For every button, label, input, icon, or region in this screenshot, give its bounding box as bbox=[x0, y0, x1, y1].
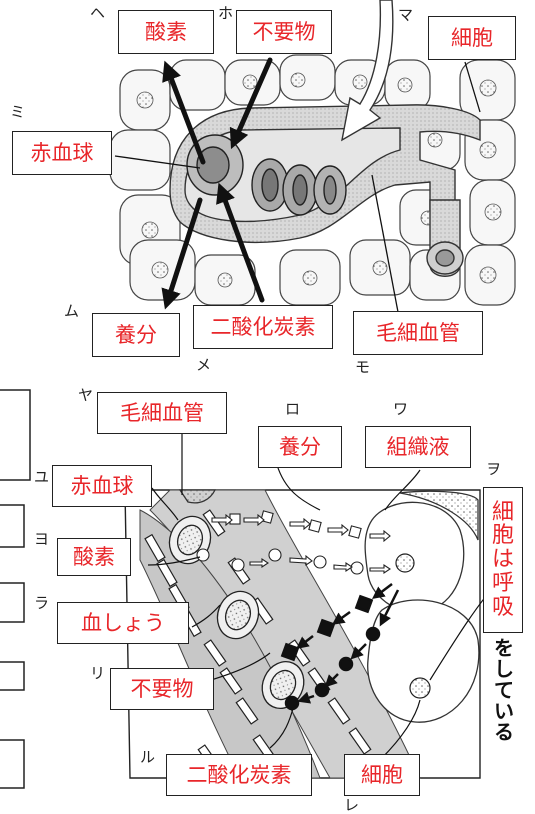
bottom-oxygen-path bbox=[196, 548, 391, 575]
label-waste-bottom: 不要物 bbox=[110, 668, 214, 710]
marker-wo: ヲ bbox=[486, 460, 502, 478]
top-cell-nuclei bbox=[136, 72, 502, 288]
marker-re: レ bbox=[344, 796, 360, 814]
respiration-continuation: を し て い る bbox=[493, 638, 515, 743]
top-flow-arrow bbox=[341, 0, 394, 142]
resp-char-3: は bbox=[491, 547, 514, 573]
resp-char-2: 胞 bbox=[491, 523, 514, 549]
marker-ho: ホ bbox=[218, 4, 234, 22]
top-rbcs bbox=[186, 134, 347, 216]
label-rbc-bottom: 赤血球 bbox=[52, 465, 152, 507]
label-cell-respiration: 細 胞 は 呼 吸 bbox=[483, 487, 523, 633]
label-nutrients-top: 養分 bbox=[92, 313, 180, 357]
resp-char-1: 細 bbox=[491, 499, 514, 525]
label-capillary-bottom: 毛細血管 bbox=[97, 392, 227, 434]
left-partial-boxes bbox=[0, 389, 31, 789]
marker-me: メ bbox=[196, 356, 212, 374]
marker-mo: モ bbox=[355, 358, 371, 376]
bottom-rbcs bbox=[168, 515, 305, 709]
label-co2-top: 二酸化炭素 bbox=[193, 305, 333, 349]
cont-char-1: を bbox=[494, 636, 514, 660]
label-plasma: 血しょう bbox=[57, 602, 189, 644]
cont-char-3: て bbox=[494, 678, 514, 702]
label-oxygen-bottom: 酸素 bbox=[57, 538, 131, 576]
resp-char-4: 呼 bbox=[491, 570, 514, 596]
marker-wa: ワ bbox=[393, 400, 409, 418]
bottom-waste-co2-path bbox=[280, 583, 400, 711]
marker-ya: ヤ bbox=[78, 386, 94, 404]
cont-char-4: い bbox=[494, 699, 514, 723]
marker-mu: ム bbox=[64, 302, 80, 320]
label-co2-bottom: 二酸化炭素 bbox=[166, 754, 312, 796]
marker-ma: マ bbox=[398, 6, 414, 24]
top-exchange-arrows bbox=[161, 57, 273, 310]
marker-ru: ル bbox=[140, 748, 156, 766]
marker-yu: ユ bbox=[34, 468, 50, 486]
marker-yo: ヨ bbox=[34, 530, 50, 548]
label-cell-bottom: 細胞 bbox=[344, 754, 420, 796]
top-leader-lines bbox=[114, 61, 481, 313]
label-oxygen-top: 酸素 bbox=[118, 10, 214, 54]
marker-mi: ミ bbox=[10, 103, 26, 121]
bottom-nutrient-path bbox=[211, 510, 391, 543]
marker-he: ヘ bbox=[90, 4, 106, 22]
marker-ra: ラ bbox=[34, 594, 50, 612]
label-tissue-fluid: 組織液 bbox=[365, 426, 471, 468]
label-rbc-top: 赤血球 bbox=[12, 131, 112, 175]
label-cell-top: 細胞 bbox=[428, 16, 516, 60]
label-nutrients-bottom: 養分 bbox=[258, 426, 342, 468]
label-waste-top: 不要物 bbox=[236, 10, 332, 54]
label-capillary-top: 毛細血管 bbox=[353, 311, 483, 355]
marker-ro: ロ bbox=[285, 400, 301, 418]
resp-char-5: 吸 bbox=[491, 594, 514, 620]
cont-char-2: し bbox=[494, 657, 514, 681]
bottom-nuclei bbox=[395, 553, 431, 699]
marker-ri: リ bbox=[90, 664, 106, 682]
cont-char-5: る bbox=[494, 720, 514, 744]
